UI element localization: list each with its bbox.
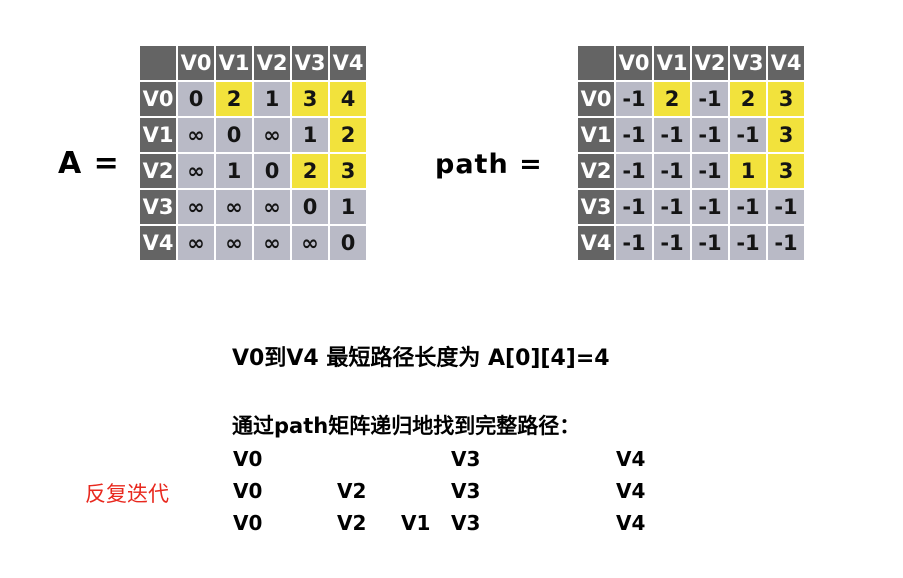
matrix-cell: -1 (654, 226, 690, 260)
matrix-col-header: V4 (330, 46, 366, 80)
matrix-cell: 3 (768, 82, 804, 116)
path-node: V0 (233, 447, 263, 471)
matrix-cell: -1 (654, 118, 690, 152)
recursion-instruction-text: 通过path矩阵递归地找到完整路径： (232, 414, 581, 438)
matrix-col-header: V0 (178, 46, 214, 80)
matrix-cell: 0 (216, 118, 252, 152)
matrix-cell: ∞ (254, 226, 290, 260)
path-node: V2 (337, 511, 367, 535)
matrix-cell: -1 (692, 154, 728, 188)
matrix-cell: -1 (692, 226, 728, 260)
matrix-cell: 0 (330, 226, 366, 260)
path-node: V0 (233, 479, 263, 503)
matrix-cell: -1 (730, 226, 766, 260)
matrix-col-header: V0 (616, 46, 652, 80)
shortest-path-text: V0到V4 最短路径长度为 A[0][4]=4 (232, 346, 610, 371)
matrix-cell: 2 (654, 82, 690, 116)
path-node: V0 (233, 511, 263, 535)
matrix-corner-cell (578, 46, 614, 80)
matrix-cell: 3 (330, 154, 366, 188)
path-node: V2 (337, 479, 367, 503)
path-node: V4 (616, 479, 646, 503)
matrix-cell: ∞ (178, 154, 214, 188)
matrix-row-header: V3 (578, 190, 614, 224)
matrix-cell: 3 (292, 82, 328, 116)
matrix-row-header: V0 (140, 82, 176, 116)
iteration-label: 反复迭代 (85, 482, 169, 506)
matrix-cell: -1 (616, 82, 652, 116)
matrix-row-header: V1 (140, 118, 176, 152)
matrix-row-header: V4 (578, 226, 614, 260)
path-node: V3 (451, 479, 481, 503)
path-node: V4 (616, 511, 646, 535)
matrix-row-header: V0 (578, 82, 614, 116)
matrix-col-header: V2 (692, 46, 728, 80)
matrix-cell: -1 (616, 226, 652, 260)
matrix-cell: 4 (330, 82, 366, 116)
matrix-col-header: V4 (768, 46, 804, 80)
matrix-cell: 0 (254, 154, 290, 188)
matrix-cell: 2 (730, 82, 766, 116)
matrix-cell: -1 (692, 118, 728, 152)
path-node: V3 (451, 447, 481, 471)
matrix-cell: -1 (616, 118, 652, 152)
matrix-cell: 3 (768, 154, 804, 188)
matrix-row-header: V2 (578, 154, 614, 188)
matrix-cell: ∞ (216, 226, 252, 260)
matrix-cell: 2 (330, 118, 366, 152)
matrix-col-header: V3 (730, 46, 766, 80)
matrix-col-header: V1 (654, 46, 690, 80)
matrix-cell: 1 (254, 82, 290, 116)
matrix-cell: 1 (330, 190, 366, 224)
matrix-cell: 1 (730, 154, 766, 188)
matrix-col-header: V1 (216, 46, 252, 80)
matrix-cell: 3 (768, 118, 804, 152)
matrix-row-header: V4 (140, 226, 176, 260)
matrix-cell: -1 (692, 190, 728, 224)
path-node: V4 (616, 447, 646, 471)
matrix-cell: 2 (216, 82, 252, 116)
matrix-cell: -1 (654, 154, 690, 188)
matrix-cell: ∞ (254, 190, 290, 224)
matrix-cell: 0 (178, 82, 214, 116)
path-node: V3 (451, 511, 481, 535)
matrix-cell: ∞ (178, 226, 214, 260)
matrix-col-header: V2 (254, 46, 290, 80)
matrix-cell: 1 (216, 154, 252, 188)
matrix-a-label: A = (58, 146, 120, 181)
matrix-cell: -1 (730, 190, 766, 224)
matrix-cell: ∞ (254, 118, 290, 152)
matrix-cell: -1 (616, 190, 652, 224)
matrix-cell: -1 (654, 190, 690, 224)
matrix-cell: -1 (730, 118, 766, 152)
matrix-cell: 0 (292, 190, 328, 224)
matrix-cell: -1 (616, 154, 652, 188)
matrix-path-label: path = (435, 149, 543, 180)
matrix-col-header: V3 (292, 46, 328, 80)
matrix-cell: 2 (292, 154, 328, 188)
path-node: V1 (401, 511, 431, 535)
matrix-cell: ∞ (178, 190, 214, 224)
matrix-cell: ∞ (216, 190, 252, 224)
matrix-cell: -1 (768, 190, 804, 224)
matrix-cell: ∞ (292, 226, 328, 260)
matrix-cell: -1 (692, 82, 728, 116)
matrix-cell: -1 (768, 226, 804, 260)
matrix-corner-cell (140, 46, 176, 80)
matrix-row-header: V1 (578, 118, 614, 152)
matrix-row-header: V2 (140, 154, 176, 188)
matrix-cell: 1 (292, 118, 328, 152)
matrix-cell: ∞ (178, 118, 214, 152)
matrix-row-header: V3 (140, 190, 176, 224)
